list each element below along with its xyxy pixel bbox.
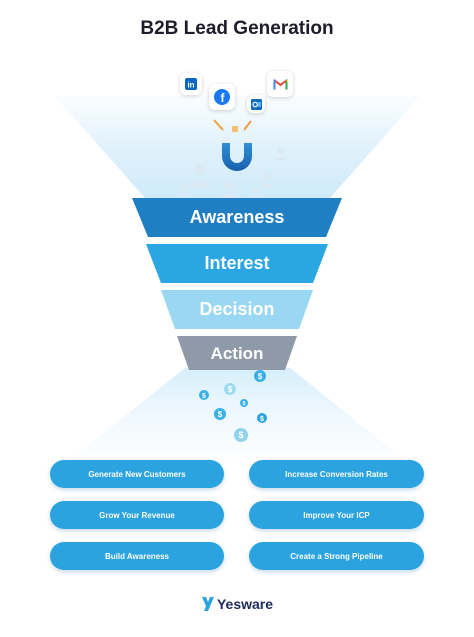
stage-decision-band (161, 290, 313, 329)
linkedin-icon: in (180, 73, 202, 95)
svg-text:$: $ (258, 372, 263, 381)
svg-text:f: f (221, 91, 226, 105)
dollar-coin-icon: $ (240, 399, 248, 407)
outcome-grow-your-revenue[interactable]: Grow Your Revenue (50, 501, 224, 529)
magnet-icon (222, 138, 252, 171)
outcome-improve-your-icp[interactable]: Improve Your ICP (249, 501, 424, 529)
person-icon (178, 184, 190, 196)
person-icon (250, 187, 260, 197)
svg-text:$: $ (238, 430, 243, 440)
dollar-coin-icon: $ (257, 413, 267, 423)
dollar-coin-icon: $ (234, 428, 248, 442)
svg-text:$: $ (228, 385, 233, 394)
spark-icon (232, 126, 238, 132)
dollar-coin-icon: $ (199, 390, 209, 400)
stage-interest-band (146, 244, 328, 283)
page-title: B2B Lead Generation (140, 18, 334, 39)
person-icon (221, 182, 237, 198)
facebook-icon: f (209, 84, 235, 110)
person-icon (259, 172, 273, 187)
brand-logo: Yesware (0, 596, 474, 612)
svg-text:$: $ (243, 401, 246, 407)
svg-text:in: in (187, 81, 194, 90)
top-glow (55, 96, 420, 198)
attract-arrow-icon (213, 119, 224, 131)
gmail-icon (267, 71, 293, 97)
dollar-coin-icon: $ (214, 408, 226, 420)
svg-text:$: $ (218, 410, 223, 419)
outcome-increase-conversion-rates[interactable]: Increase Conversion Rates (249, 460, 424, 488)
dollar-coin-icon: $ (254, 370, 266, 382)
attract-arrow-icon (243, 120, 252, 131)
dollar-coin-icon: $ (224, 383, 236, 395)
person-icon (190, 165, 210, 188)
yesware-y-icon (201, 597, 214, 611)
svg-text:$: $ (202, 393, 206, 400)
stage-action-band (177, 336, 297, 370)
outcome-build-awareness[interactable]: Build Awareness (50, 542, 224, 570)
outcome-create-a-strong-pipeline[interactable]: Create a Strong Pipeline (249, 542, 424, 570)
brand-name: Yesware (216, 596, 274, 612)
svg-text:$: $ (260, 416, 264, 423)
outlook-icon (247, 95, 265, 113)
person-icon (275, 148, 287, 160)
bottom-glow (70, 368, 405, 460)
outcome-generate-new-customers[interactable]: Generate New Customers (50, 460, 224, 488)
stage-awareness-band (132, 198, 342, 237)
